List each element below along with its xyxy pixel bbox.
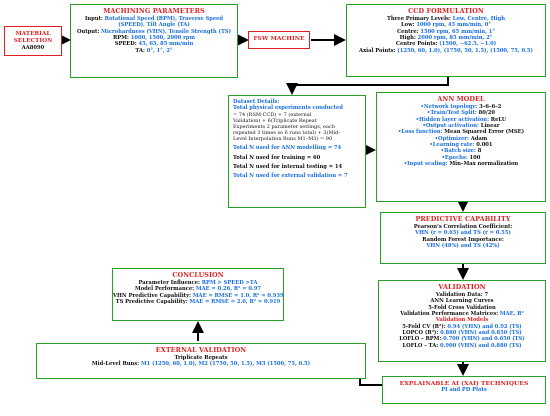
validation-matrices: Validation Performance Matrices: MAE, R² [400, 310, 524, 317]
ccd-title: CCD FORMULATION [408, 7, 484, 15]
ccd-centre-points: Centre Points: (1500, −62.5, −1.0) [395, 41, 497, 48]
machining-input-cont: (SPEED), Tilt Angle (TA) [118, 22, 190, 29]
predictive-rf: Random Forest Importance: [422, 236, 504, 243]
validation-model-4: LOFLO – TA: 0.900 (VHN) and 0.880 (TS) [402, 342, 522, 349]
xai-box: EXPLAINABLE AI (XAI) TECHNIQUES PI and P… [382, 376, 546, 404]
arrow-ccd-to-dataset [286, 77, 449, 95]
machining-rpm: RPM: 1000, 1500, 2000 rpm [113, 34, 195, 41]
xai-title: EXPLAINABLE AI (XAI) TECHNIQUES [399, 380, 529, 387]
ann-title: ANN MODEL [437, 95, 485, 103]
fsw-title: FSW MACHINE [253, 36, 305, 42]
validation-data: Validation Data: 7 [435, 291, 489, 298]
ccd-centre: Centre: 1500 rpm, 65 mm/min, 1° [396, 28, 495, 35]
xai-subtitle: PI and PD Plots [441, 387, 487, 394]
dataset-line-1: Total physical experiments conducted [233, 105, 343, 112]
fsw-machine-box: FSW MACHINE [248, 31, 310, 49]
ccd-formulation-box: CCD FORMULATION Three Primary Levels: Lo… [346, 4, 546, 77]
conclusion-title: CONCLUSION [172, 271, 224, 279]
validation-models-title: Validation Models [435, 317, 489, 324]
predictive-rf-value: VHN (48%) and TS (42%) [426, 242, 500, 249]
conclusion-ts: TS Predictive Capability: MAE = RMSE = 2… [115, 298, 281, 305]
machining-speed: SPEED: 45, 65, 85 mm/min [114, 41, 194, 48]
dataset-line-2: = 74 (RSM-CCD) + 7 (external [233, 111, 312, 118]
dataset-n-test: Total N used for internal testing = 14 [233, 163, 343, 170]
dataset-n-train: Total N used for training = 60 [233, 154, 321, 161]
dataset-line-4: Experiments 2 parameter settings, each [233, 123, 335, 130]
ann-loss: •Loss function: Mean Squared Error (MSE) [397, 129, 525, 136]
external-validation-box: EXTERNAL VALIDATION Triplicate Repeats M… [36, 343, 366, 379]
validation-curves: ANN Learning Curves [430, 298, 494, 305]
predictive-pearson-value: VHN (r = 0.65) and TS (r = 0.55) [415, 230, 511, 237]
dataset-line-3: Validation) + 6(Triplicate Repeat [233, 117, 317, 124]
conclusion-parameter: Parameter Influence: RPM > SPEED >TA [138, 279, 258, 286]
ann-split: •Train/Test Split: 80/20 [427, 110, 495, 117]
ann-learning-rate: •Learning rate: 0.001 [429, 141, 493, 148]
validation-model-3: LOFLO – RPM: 0.700 (VHN) and 0.650 (TS) [399, 336, 525, 343]
ccd-levels: Three Primary Levels: Low, Centre, High [387, 15, 505, 22]
validation-box: VALIDATION Validation Data: 7 ANN Learni… [378, 280, 546, 362]
ccd-low: Low: 1000 rpm, 45 mm/min, 0° [401, 22, 491, 29]
ccd-high: High: 2000 rpm, 85 mm/min, 2° [399, 34, 493, 41]
external-mid-level: Mid-Level Runs: M1 (1250, 60, 1.0), M2 (… [91, 361, 311, 368]
dataset-n-ann: Total N used for ANN modelling = 74 [233, 145, 342, 152]
predictive-title: PREDICTIVE CAPABILITY [415, 215, 511, 223]
ann-input-scaling: •Input scaling: Min–Max normalization [403, 160, 519, 167]
predictive-pearson: Pearson’s Correlation Coefficient: [413, 223, 513, 230]
external-title: EXTERNAL VALIDATION [155, 346, 247, 354]
material-selection-box: MATERIAL SELECTION AA8090 [4, 26, 62, 56]
dataset-details-box: Dataset Details: Total physical experime… [228, 95, 366, 208]
machining-input: Input: Rotational Speed (RPM), Traverse … [84, 15, 224, 22]
machining-output: Output: Microhardness (VHN), Tensile Str… [76, 28, 232, 35]
machining-title: MACHINING PARAMETERS [103, 7, 205, 15]
machining-parameters-box: MACHINING PARAMETERS Input: Rotational S… [70, 4, 238, 78]
dataset-title: Dataset Details: [233, 99, 280, 105]
machining-ta: TA: 0°, 1°, 2° [135, 47, 173, 54]
conclusion-model: Model Performance: MAE = 0.26, R² = 0.97 [134, 286, 262, 293]
validation-model-1: 5-Fold CV (R²): 0.94 (VHN) and 0.92 (TS) [402, 323, 522, 330]
ann-hidden-activation: •Hidden layer activation: ReLU [415, 116, 507, 123]
dataset-n-external: Total N used for external validation = 7 [233, 173, 348, 180]
ann-model-box: ANN MODEL •Network topology: 3–6–6–2 •Tr… [376, 92, 546, 202]
dataset-line-5: repeated 3 times so 6 runs total) + 3(Mi… [233, 129, 341, 136]
predictive-capability-box: PREDICTIVE CAPABILITY Pearson’s Correlat… [380, 212, 546, 264]
ann-epochs: •Epochs: 100 [441, 154, 481, 161]
material-title: MATERIAL SELECTION [13, 31, 53, 44]
conclusion-vhn: VHN Predictive Capability: MAE = RMSE = … [113, 292, 284, 299]
ann-optimizer: •Optimizer: Adam [434, 135, 488, 142]
validation-model-2: LOPCO (R²): 0.880 (VHN) and 0.850 (TS) [402, 329, 522, 336]
dataset-line-6: Level Interpolation Runs M1–M3) = 90 [233, 136, 333, 143]
ann-topology: •Network topology: 3–6–6–2 [420, 103, 502, 110]
conclusion-box: CONCLUSION Parameter Influence: RPM > SP… [112, 268, 284, 321]
ann-output-activation: •Output activation: Linear [422, 122, 500, 129]
ccd-axial-points: Axial Points: (1250, 60, 1.0), (1750, 50… [359, 47, 533, 54]
external-line-1: Triplicate Repeats [174, 354, 228, 361]
material-grade: AA8090 [21, 44, 45, 51]
validation-fivefold: 5-Fold Cross Validation [428, 304, 496, 311]
ann-batch-size: •Batch size: 8 [440, 148, 482, 155]
validation-title: VALIDATION [438, 283, 486, 291]
